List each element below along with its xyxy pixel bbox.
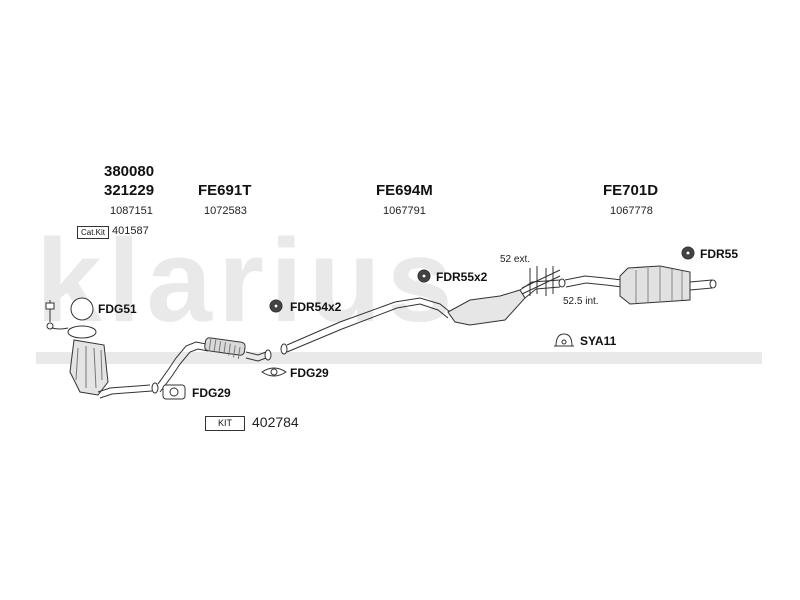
kit-number[interactable]: 402784 [252,414,299,430]
fdg29-gasket-icon[interactable] [261,367,287,377]
rear-silencer-code[interactable]: FE701D [603,182,659,199]
sya11-clamp-icon[interactable] [554,333,574,347]
brand-watermark: klarius [36,215,459,347]
front-pipe-icon[interactable] [151,337,272,394]
fdg51-label[interactable]: FDG51 [98,302,137,316]
fdr55-rubber-icon[interactable] [681,246,695,260]
catkit-badge: Cat.Kit [77,226,110,239]
catalyst-code-1[interactable]: 380080 [104,163,155,180]
catkit-number[interactable]: 401587 [112,225,149,237]
fdr54-rubber-icon[interactable] [269,299,283,313]
cut-note-ext: 52 ext. [500,254,531,265]
center-section-icon[interactable] [280,278,566,355]
center-section-ref: 1067791 [383,205,426,217]
cut-mark-icon [521,266,561,296]
lambda-sensor-icon[interactable] [45,300,69,330]
center-section-code[interactable]: FE694M [376,182,433,199]
rear-silencer-ref: 1067778 [610,205,653,217]
sya11-label[interactable]: SYA11 [580,334,617,348]
fdg29-gasket-icon[interactable] [162,384,186,400]
fdg29-lower-label[interactable]: FDG29 [192,386,231,400]
fdg29-mid-label[interactable]: FDG29 [290,366,329,380]
fdg51-gasket-icon[interactable] [70,297,94,321]
rear-silencer-icon[interactable] [564,265,717,305]
catalytic-converter-icon[interactable] [67,325,153,399]
fdr54x2-label[interactable]: FDR54x2 [290,300,342,314]
catalyst-code-2[interactable]: 321229 [104,182,155,199]
cut-note-int: 52.5 int. [563,296,599,307]
front-pipe-code[interactable]: FE691T [198,182,252,199]
watermark-bar [36,352,762,364]
front-pipe-ref: 1072583 [204,205,247,217]
fdr55x2-label[interactable]: FDR55x2 [436,270,488,284]
kit-badge: KIT [205,416,245,431]
fdr55-label[interactable]: FDR55 [700,247,739,261]
fdr55x2-rubber-icon[interactable] [417,269,431,283]
catalyst-ref: 1087151 [110,205,153,217]
